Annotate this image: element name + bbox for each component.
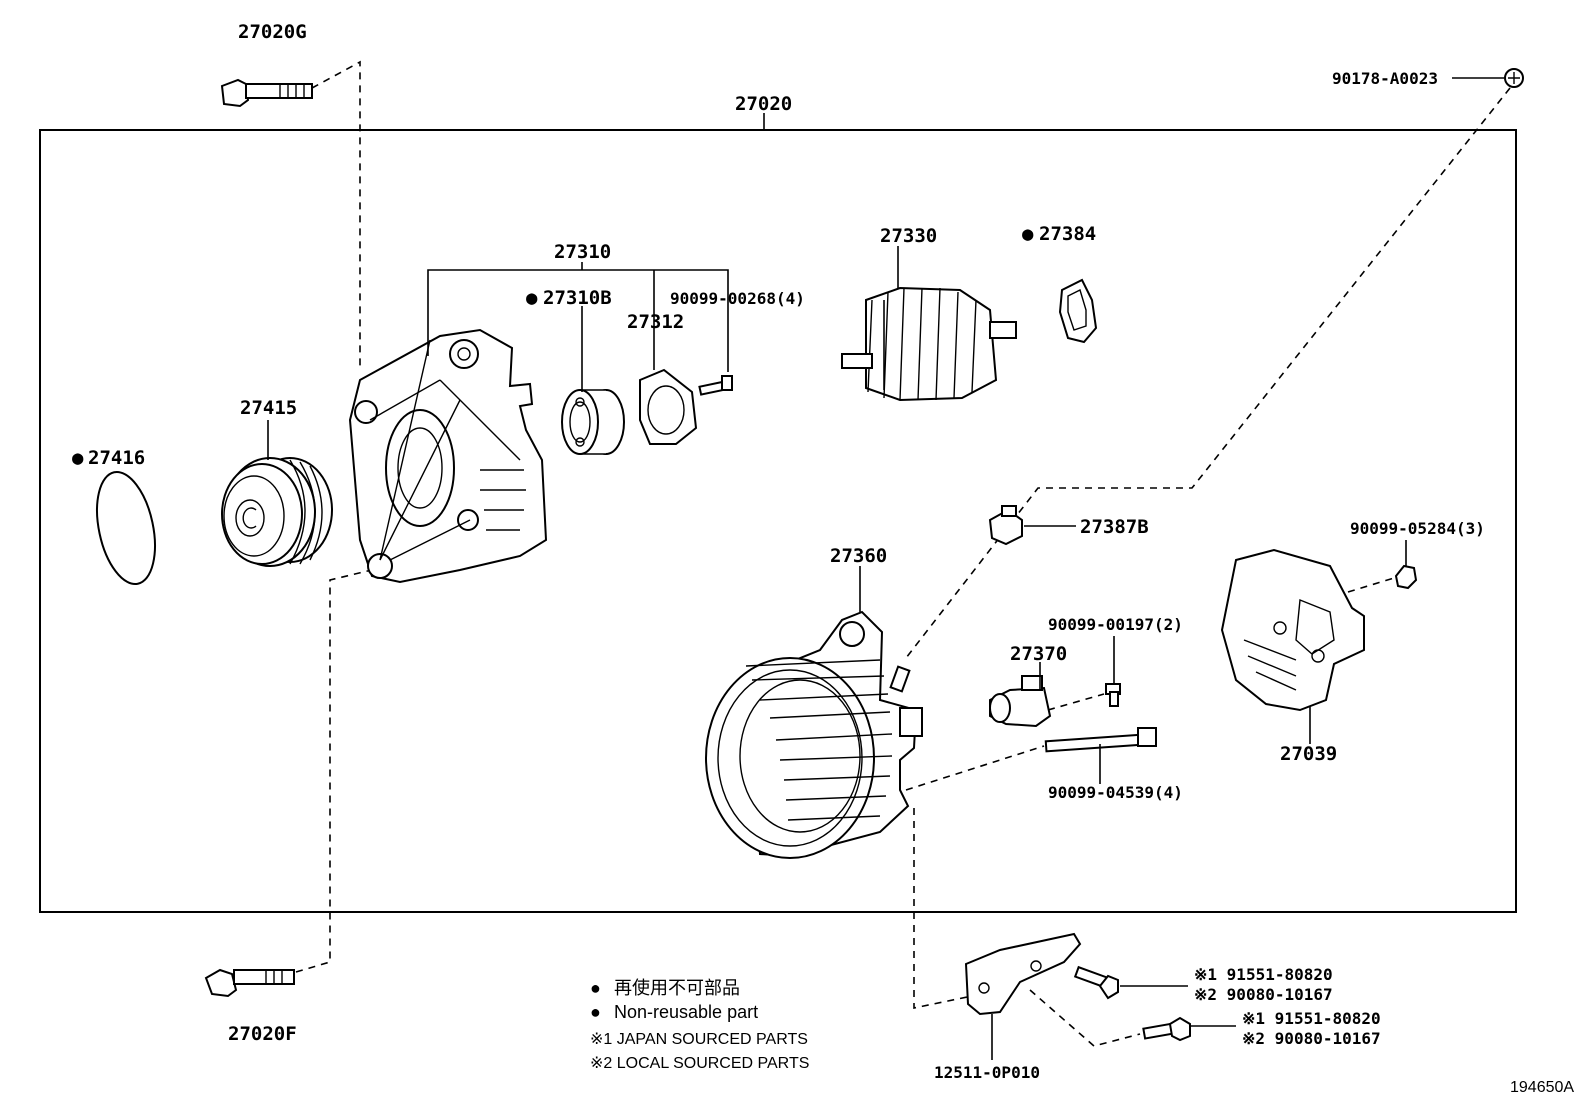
retainer-plate-27312[interactable] xyxy=(639,368,698,445)
screw-90099-00197[interactable] xyxy=(1105,683,1121,707)
screw-90099-00268[interactable] xyxy=(698,375,733,396)
part-27312-label[interactable]: 27312 xyxy=(627,311,684,333)
brush-holder-27370[interactable] xyxy=(989,675,1052,728)
part-27415-label[interactable]: 27415 xyxy=(240,397,297,419)
nut-90099-05284[interactable] xyxy=(1394,564,1418,590)
part-90178-a0023-label[interactable]: 90178-A0023 xyxy=(1332,69,1438,88)
part-27310b-label[interactable]: 27310B xyxy=(543,287,612,309)
pulley-27415[interactable] xyxy=(221,457,333,567)
fastener-1-line2[interactable]: ※2 90080-10167 xyxy=(1194,985,1333,1004)
part-27330-label[interactable]: 27330 xyxy=(880,225,937,247)
rotor-27330[interactable] xyxy=(841,286,1017,402)
part-90099-04539-label[interactable]: 90099-04539(4) xyxy=(1048,783,1183,802)
part-27370-label[interactable]: 27370 xyxy=(1010,643,1067,665)
part-27416-label[interactable]: 27416 xyxy=(88,447,145,469)
part-90099-00197-label[interactable]: 90099-00197(2) xyxy=(1048,615,1183,634)
cover-27384[interactable] xyxy=(1058,278,1098,344)
part-90099-05284-label[interactable]: 90099-05284(3) xyxy=(1350,519,1485,538)
fastener-1-line1[interactable]: ※1 91551-80820 xyxy=(1194,965,1333,984)
legend-marker-2: ● xyxy=(590,1002,601,1022)
part-27387b[interactable] xyxy=(988,505,1023,546)
legend-nonreusable-en: Non-reusable part xyxy=(614,1002,758,1022)
legend-marker-1: ● xyxy=(590,978,601,998)
fastener-2-line2[interactable]: ※2 90080-10167 xyxy=(1242,1029,1381,1048)
bolt-27020g[interactable] xyxy=(220,78,313,108)
part-27310-label[interactable]: 27310 xyxy=(554,241,611,263)
part-27387b-label[interactable]: 27387B xyxy=(1080,516,1149,538)
marker: ● xyxy=(72,447,84,469)
bracket-12511-0p010[interactable] xyxy=(964,932,1082,1016)
bolt-90099-04539[interactable] xyxy=(1044,727,1157,753)
part-27360-label[interactable]: 27360 xyxy=(830,545,887,567)
legend-note-2: ※2 LOCAL SOURCED PARTS xyxy=(590,1055,809,1072)
rear-cover-27039[interactable] xyxy=(1220,548,1365,712)
fastener-bolt-1[interactable] xyxy=(1073,965,1119,1000)
fastener-bolt-2[interactable] xyxy=(1142,1016,1191,1042)
legend-note-1: ※1 JAPAN SOURCED PARTS xyxy=(590,1031,808,1048)
bolt-27020g-label[interactable]: 27020G xyxy=(238,21,307,43)
bolt-27020f[interactable] xyxy=(204,968,295,998)
part-90178-a0023[interactable] xyxy=(1504,68,1524,88)
part-90099-00268-label[interactable]: 90099-00268(4) xyxy=(670,289,805,308)
fastener-2-line1[interactable]: ※1 91551-80820 xyxy=(1242,1009,1381,1028)
assembly-frame xyxy=(39,129,1517,913)
bolt-27020f-label[interactable]: 27020F xyxy=(228,1023,297,1045)
drive-end-frame-27310[interactable] xyxy=(348,328,548,584)
ring-27416[interactable] xyxy=(88,467,165,590)
legend-nonreusable-jp: 再使用不可部品 xyxy=(614,978,740,998)
bearing-27310b[interactable] xyxy=(561,389,625,455)
part-27384-label[interactable]: 27384 xyxy=(1039,223,1096,245)
figure-id: 194650A xyxy=(1510,1079,1574,1096)
part-12511-0p010-label[interactable]: 12511-0P010 xyxy=(934,1063,1040,1082)
part-27039-label[interactable]: 27039 xyxy=(1280,743,1337,765)
assembly-part-number[interactable]: 27020 xyxy=(735,93,792,115)
marker: ● xyxy=(526,287,538,309)
rear-frame-27360[interactable] xyxy=(705,610,923,859)
marker: ● xyxy=(1022,223,1034,245)
